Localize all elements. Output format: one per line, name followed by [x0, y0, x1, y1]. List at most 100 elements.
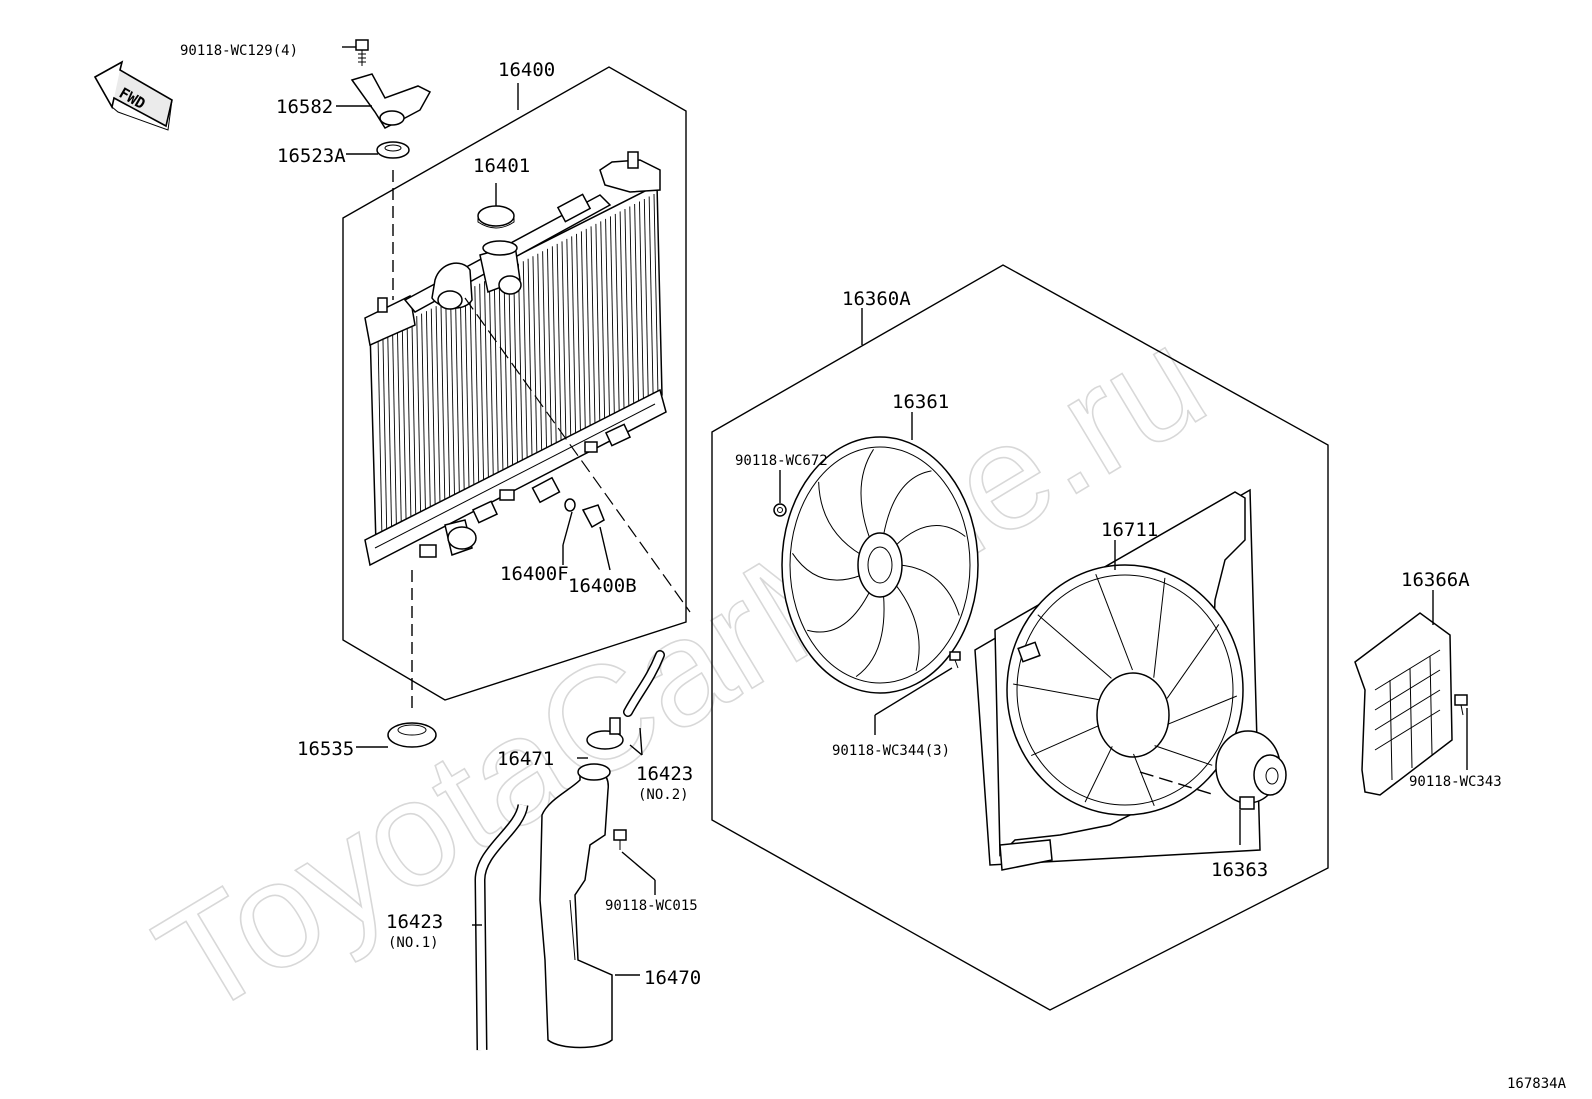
fan-blade: [818, 481, 862, 556]
reserve-tank-part: [539, 763, 613, 1049]
radiator-fin: [464, 291, 470, 495]
radiator-fin: [455, 296, 460, 500]
radiator-fin: [498, 273, 504, 477]
radiator-fin: [435, 306, 441, 510]
radiator-fin: [600, 221, 606, 424]
radiator-fin: [508, 268, 514, 472]
fan-assy-frame: [711, 264, 1329, 1011]
lower-fittings: [419, 423, 632, 558]
radiator-core: [364, 183, 667, 567]
radiator-fin: [619, 211, 625, 414]
radiator-fin: [382, 333, 388, 538]
label-bolt-top: 90118-WC129(4): [180, 43, 298, 59]
fan-motor-part: [1215, 730, 1287, 810]
radiator-fin: [421, 313, 427, 518]
radiator-fin: [566, 238, 572, 442]
radiator-fin: [450, 298, 456, 503]
label-fan: 16361: [892, 391, 949, 413]
radiator-fin: [503, 271, 509, 475]
radiator-fin: [576, 233, 581, 437]
shroud-strut: [1166, 624, 1220, 699]
mounting-bolt-part: [355, 39, 369, 66]
label-drain-cock: 16400B: [568, 575, 637, 597]
radiator-fin: [522, 261, 528, 465]
label-hose-no2: 16423: [636, 763, 693, 785]
label-drain-plug: 16400F: [500, 563, 569, 585]
radiator-fin: [648, 196, 654, 399]
label-upper-cushion: 16523A: [277, 145, 346, 167]
label-tank-bolt: 90118-WC015: [605, 898, 698, 914]
label-guard-bolt: 90118-WC343: [1409, 774, 1502, 790]
shroud-strut: [1133, 753, 1155, 807]
shroud-strut: [1095, 573, 1133, 671]
label-shroud: 16711: [1101, 519, 1158, 541]
radiator-assy-frame: [342, 66, 687, 701]
label-lower-cushion: 16535: [297, 738, 354, 760]
label-hose-no1-sub: (NO.1): [388, 935, 439, 951]
shroud-strut: [1013, 683, 1099, 701]
radiator-fin: [416, 316, 422, 520]
fan-part: [781, 436, 979, 694]
fan-nut-part: [773, 503, 787, 517]
fan-blade: [855, 594, 885, 678]
fwd-arrow-icon: FWD: [93, 60, 173, 131]
label-hose-no2-sub: (NO.2): [638, 787, 689, 803]
radiator-fin: [609, 216, 615, 419]
radiator-fin: [488, 278, 494, 482]
radiator-fin: [561, 241, 567, 445]
radiator-fin: [605, 218, 611, 422]
label-radiator-cap: 16401: [473, 155, 530, 177]
radiator-fin: [401, 323, 407, 528]
shroud-strut: [1154, 745, 1213, 766]
label-fan-motor: 16363: [1211, 859, 1268, 881]
radiator-fin: [551, 246, 557, 450]
radiator-fin: [411, 318, 417, 523]
fan-blade: [894, 525, 966, 547]
radiator-fin: [556, 243, 562, 447]
shroud-bolt-part: [949, 651, 961, 669]
label-fan-nut: 90118-WC672: [735, 453, 828, 469]
radiator-fin: [406, 321, 412, 525]
radiator-fin: [445, 301, 451, 505]
label-fan-assy: 16360A: [842, 288, 911, 310]
bracket-part: [350, 73, 432, 129]
radiator-fin: [653, 193, 659, 397]
fan-blade: [899, 564, 960, 616]
tank-cap-part: [586, 717, 624, 750]
label-reserve-tank: 16470: [644, 967, 701, 989]
radiator-fin: [469, 288, 475, 493]
radiator-fin: [634, 203, 640, 407]
radiator-fin: [440, 303, 446, 508]
radiator-fin: [484, 281, 489, 485]
hose-no1-part: [474, 803, 529, 1051]
label-radiator-assy: 16400: [498, 59, 555, 81]
filler-neck: [377, 151, 661, 313]
radiator-fin: [643, 198, 649, 402]
radiator-fin: [459, 293, 465, 498]
radiator-fin: [595, 223, 601, 427]
shroud-strut: [1084, 746, 1113, 803]
label-tank-cap: 16471: [497, 748, 554, 770]
radiator-fin: [590, 226, 596, 429]
radiator-cap-part: [477, 205, 515, 229]
radiator-fin: [639, 201, 644, 404]
radiator-fin: [517, 263, 523, 467]
label-bracket: 16582: [276, 96, 333, 118]
radiator-fin: [629, 206, 635, 409]
fan-blade: [860, 449, 874, 540]
shroud-strut: [1037, 614, 1112, 679]
hose-no2-part: [623, 650, 665, 717]
radiator-fin: [624, 208, 630, 412]
radiator-fin: [571, 236, 577, 439]
radiator-fin: [585, 228, 591, 432]
radiator-fin: [474, 286, 480, 490]
radiator-fin: [377, 335, 383, 541]
fan-guard-part: [1354, 612, 1453, 796]
radiator-fin: [493, 276, 499, 480]
radiator-fin: [425, 311, 431, 515]
upper-cushion-part: [376, 141, 410, 159]
radiator-fin: [430, 308, 436, 513]
radiator-fin: [479, 283, 485, 487]
fan-blade: [792, 553, 862, 581]
